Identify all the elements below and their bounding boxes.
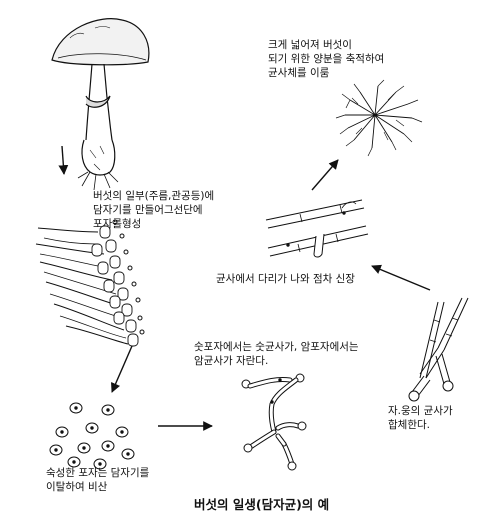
arrow-gill-to-spores: [111, 345, 133, 393]
germinating-spores-drawing: [241, 373, 307, 471]
fusing-hyphae-drawing: [408, 297, 469, 402]
label-germination: 숫포자에서는 숫균사가, 암포자에서는 암균사가 자란다.: [194, 341, 359, 367]
arrow-fusion-to-clamp: [371, 264, 431, 291]
mushroom-drawing: [51, 18, 150, 191]
gill-basidia-drawing: [35, 219, 145, 347]
label-mycelium: 크게 넓어져 버섯이 되기 위한 양분을 축적하여 균사체를 이룸: [268, 39, 385, 79]
diagram-title: 버섯의 일생(담자균)의 예: [194, 497, 330, 512]
arrow-mushroom-to-gill: [58, 145, 69, 175]
label-clamp-growth: 균사에서 다리가 나와 점차 신장: [216, 273, 355, 285]
spores-drawing: [49, 402, 135, 470]
label-fusion: 자.웅의 균사가 합체한다.: [388, 405, 453, 431]
mycelium-drawing: [335, 79, 423, 157]
label-spores-release: 숙성한 포자는 담자기를 이탈하여 비산: [46, 467, 150, 493]
label-mushroom-part: 버섯의 일부(주름,관공등)에 담자기를 만들어그선단에 포자를형성: [93, 190, 215, 230]
arrow-clamp-to-mycelium: [311, 159, 339, 191]
clamp-hyphae-drawing: [265, 199, 369, 258]
